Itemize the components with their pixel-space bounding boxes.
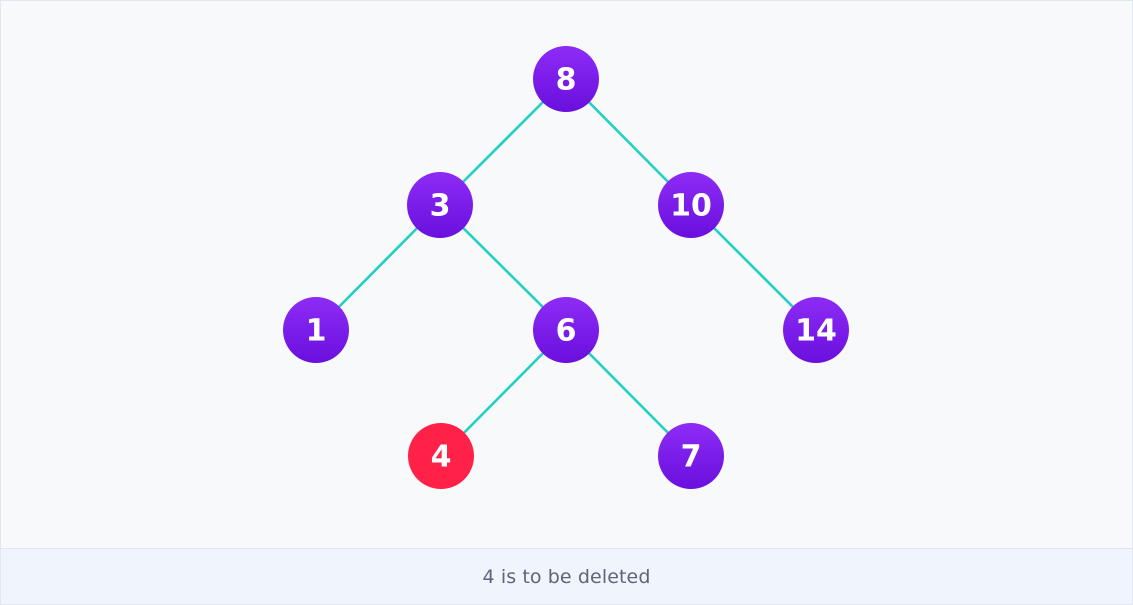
tree-node-3: 3 (407, 172, 473, 238)
node-label: 14 (795, 314, 837, 349)
tree-node-10: 10 (658, 172, 724, 238)
edges-layer (315, 78, 817, 457)
node-label: 1 (306, 314, 327, 349)
nodes-layer: 8 3 10 1 6 14 4 7 (283, 46, 849, 489)
tree-node-14: 14 (783, 297, 849, 363)
caption-text: 4 is to be deleted (482, 566, 651, 588)
node-circle (533, 46, 599, 112)
node-circle (407, 172, 473, 238)
caption-bar: 4 is to be deleted (1, 548, 1132, 604)
node-circle (283, 297, 349, 363)
tree-canvas: 8 3 10 1 6 14 4 7 (1, 1, 1132, 548)
tree-node-4: 4 (408, 423, 474, 489)
binary-search-tree: 8 3 10 1 6 14 4 7 (283, 46, 849, 489)
node-label: 7 (681, 440, 702, 475)
tree-node-8: 8 (533, 46, 599, 112)
node-label: 10 (670, 189, 712, 224)
node-label: 6 (556, 314, 577, 349)
node-circle (783, 297, 849, 363)
node-label: 4 (431, 440, 452, 475)
node-label: 8 (556, 63, 577, 98)
tree-node-1: 1 (283, 297, 349, 363)
tree-node-7: 7 (658, 423, 724, 489)
tree-node-6: 6 (533, 297, 599, 363)
node-circle (658, 172, 724, 238)
node-circle (533, 297, 599, 363)
node-circle-highlighted (408, 423, 474, 489)
node-circle (658, 423, 724, 489)
node-label: 3 (430, 189, 451, 224)
